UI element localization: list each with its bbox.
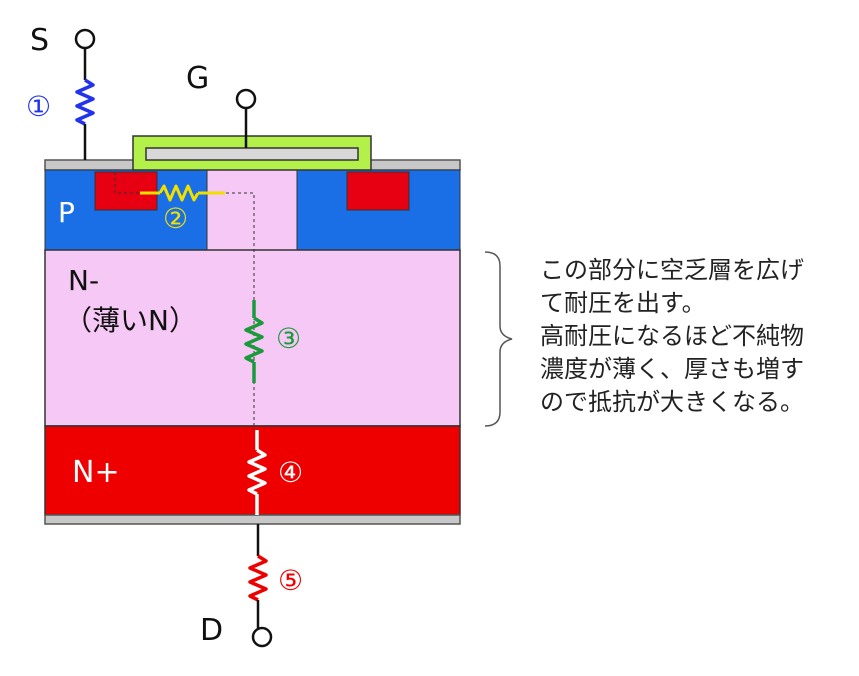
resistor-r4-label: ④ [278, 456, 303, 489]
n-plus-source-right [346, 171, 410, 211]
annotation-line: ので抵抗が大きくなる。 [540, 388, 804, 416]
annotation-line: 高耐圧になるほど不純物 [540, 322, 804, 350]
drain-label: D [200, 613, 223, 648]
resistor-r1-label: ① [26, 90, 51, 123]
n-plus-source-left [94, 171, 158, 211]
n-plus-substrate [44, 425, 461, 516]
gate-metal [145, 147, 359, 161]
n-minus-sublabel: （薄いN） [64, 304, 197, 337]
resistor-r3-label: ③ [276, 322, 301, 355]
resistor-r4-symbol [247, 448, 267, 496]
annotation-line: て耐圧を出す。 [540, 289, 706, 317]
resistor-r5-label: ⑤ [278, 564, 303, 597]
n-minus-label: N- [68, 264, 99, 297]
drain-terminal [251, 626, 273, 648]
n-minus-bracket [484, 251, 513, 427]
gate-terminal [235, 88, 257, 110]
resistor-r2-label: ② [163, 202, 188, 235]
annotation-line: 濃度が薄く、厚さも増す [540, 355, 804, 383]
n-minus-column [206, 169, 298, 251]
gate-label: G [186, 61, 209, 96]
resistor-r1-symbol [75, 78, 95, 126]
n-plus-label: N+ [72, 455, 120, 490]
annotation-line: この部分に空乏層を広げ [540, 256, 804, 284]
source-terminal [74, 28, 96, 50]
resistor-r3-symbol [244, 316, 264, 364]
resistor-r5-symbol [248, 554, 268, 602]
annotation-text: この部分に空乏層を広げ て耐圧を出す。 高耐圧になるほど不純物 濃度が薄く、厚さ… [540, 254, 850, 419]
n-minus-drift-region [44, 249, 461, 427]
p-region-label: P [58, 196, 75, 229]
drain-metal-layer [44, 514, 461, 525]
source-label: S [30, 23, 49, 58]
resistor-r2-symbol [158, 184, 200, 202]
